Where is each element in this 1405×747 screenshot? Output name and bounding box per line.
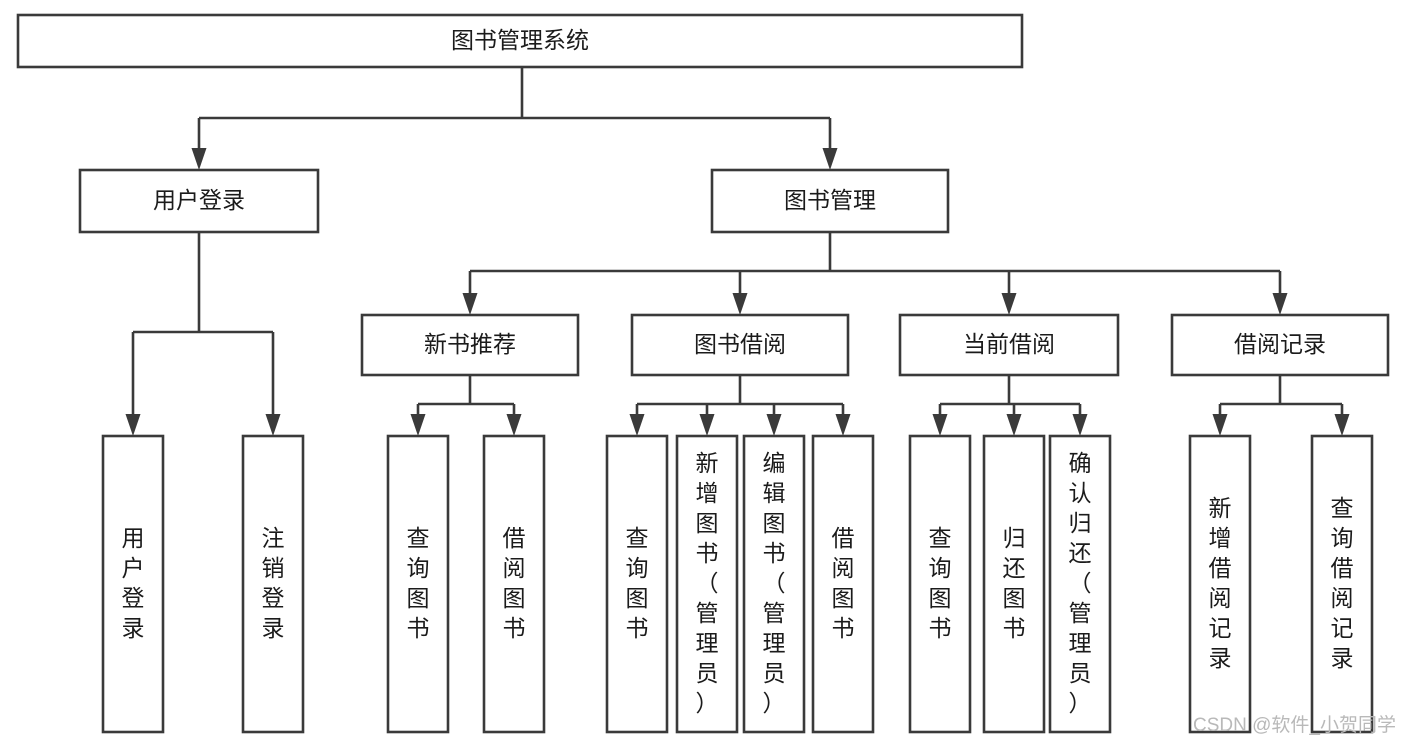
root-node-label: 图书管理系统 — [451, 27, 589, 53]
arrow-head-icon — [462, 293, 478, 315]
arrow-head-icon — [1001, 293, 1017, 315]
node-leaf-logout-login-box[interactable] — [241, 434, 305, 734]
arrow-head-icon — [732, 293, 748, 315]
node-borrow-record-label: 借阅记录 — [1234, 331, 1326, 357]
node-leaf-query-book-1-label: 查询图书 — [407, 525, 430, 641]
arrow-head-icon — [1334, 414, 1350, 436]
connectors-layer — [125, 67, 1350, 436]
arrow-head-icon — [1072, 414, 1088, 436]
node-leaf-query-book-3-label: 查询图书 — [929, 525, 952, 641]
node-leaf-logout-login-label: 注销登录 — [262, 525, 285, 641]
node-leaf-add-record-box[interactable] — [1188, 434, 1252, 734]
root-node-box[interactable] — [16, 13, 1024, 69]
node-leaf-user-login-label: 用户登录 — [122, 525, 145, 641]
csdn-watermark: CSDN @软件_小贺同学 — [1193, 714, 1396, 736]
node-leaf-query-book-2-label: 查询图书 — [626, 525, 649, 641]
arrow-head-icon — [1006, 414, 1022, 436]
node-leaf-confirm-return-label: 确认归还（管理员） — [1069, 450, 1092, 716]
node-current-borrow-label: 当前借阅 — [963, 331, 1055, 357]
node-new-book-recommend-label: 新书推荐 — [424, 331, 516, 357]
node-leaf-query-record-label: 查询借阅记录 — [1331, 495, 1354, 671]
arrow-head-icon — [822, 148, 838, 170]
arrow-head-icon — [629, 414, 645, 436]
node-leaf-query-book-3-box[interactable] — [908, 434, 972, 734]
arrow-head-icon — [699, 414, 715, 436]
arrow-head-icon — [506, 414, 522, 436]
arrow-head-icon — [410, 414, 426, 436]
node-leaf-confirm-return-box[interactable] — [1048, 434, 1112, 734]
arrow-head-icon — [1272, 293, 1288, 315]
arrow-head-icon — [191, 148, 207, 170]
arrow-head-icon — [835, 414, 851, 436]
node-leaf-borrow-book-2-label: 借阅图书 — [832, 525, 855, 641]
node-book-borrow-box[interactable] — [630, 313, 850, 377]
node-borrow-record-box[interactable] — [1170, 313, 1390, 377]
node-leaf-return-book-label: 归还图书 — [1003, 525, 1026, 641]
node-leaf-user-login-box[interactable] — [101, 434, 165, 734]
node-leaf-query-book-2-box[interactable] — [605, 434, 669, 734]
arrow-head-icon — [766, 414, 782, 436]
nodes-layer: 图书管理系统用户登录图书管理新书推荐图书借阅当前借阅借阅记录用户登录注销登录查询… — [16, 13, 1390, 734]
arrow-head-icon — [125, 414, 141, 436]
node-leaf-edit-book-box[interactable] — [742, 434, 806, 734]
node-leaf-borrow-book-1-box[interactable] — [482, 434, 546, 734]
node-book-manage-box[interactable] — [710, 168, 950, 234]
node-leaf-add-book-label: 新增图书（管理员） — [696, 450, 719, 716]
node-leaf-query-record-box[interactable] — [1310, 434, 1374, 734]
arrow-head-icon — [265, 414, 281, 436]
arrow-head-icon — [1212, 414, 1228, 436]
node-user-login-label: 用户登录 — [153, 187, 245, 213]
arrow-head-icon — [932, 414, 948, 436]
node-leaf-add-book-box[interactable] — [675, 434, 739, 734]
node-book-borrow-label: 图书借阅 — [694, 331, 786, 357]
node-leaf-add-record-label: 新增借阅记录 — [1209, 495, 1232, 671]
node-book-manage-label: 图书管理 — [784, 187, 876, 213]
node-current-borrow-box[interactable] — [898, 313, 1120, 377]
node-leaf-borrow-book-1-label: 借阅图书 — [503, 525, 526, 641]
node-user-login-box[interactable] — [78, 168, 320, 234]
node-leaf-borrow-book-2-box[interactable] — [811, 434, 875, 734]
node-leaf-query-book-1-box[interactable] — [386, 434, 450, 734]
node-leaf-return-book-box[interactable] — [982, 434, 1046, 734]
node-new-book-recommend-box[interactable] — [360, 313, 580, 377]
node-leaf-edit-book-label: 编辑图书（管理员） — [763, 450, 786, 716]
